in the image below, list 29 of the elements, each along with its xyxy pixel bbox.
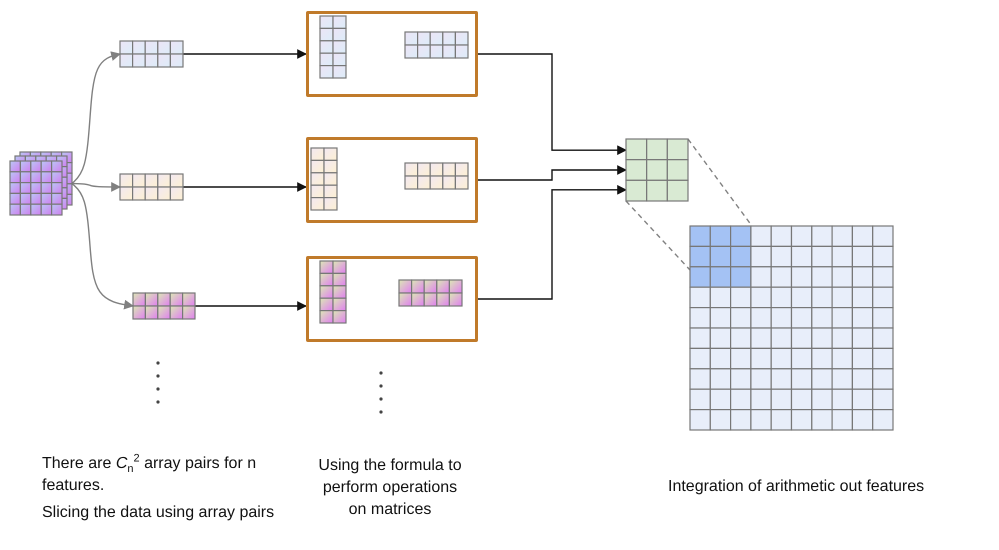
array-grid xyxy=(311,148,337,210)
operation-box xyxy=(306,11,478,97)
arrow xyxy=(183,182,307,192)
array-grid xyxy=(120,174,183,200)
array-grid xyxy=(405,32,468,58)
array-grid xyxy=(133,293,195,319)
arrow xyxy=(478,165,627,181)
operation-box xyxy=(306,256,478,342)
stacked-matrix-drawing xyxy=(10,152,72,215)
caption-text: Using the formula to perform operations on matrices xyxy=(317,456,463,520)
operation-box xyxy=(306,137,478,223)
arrow xyxy=(478,53,627,156)
matrix-grid xyxy=(690,226,893,430)
matrix-grid xyxy=(626,139,688,201)
dashed-zoom-line xyxy=(625,200,691,270)
caption-text: Integration of arithmetic out features xyxy=(668,477,926,497)
arrow xyxy=(478,184,627,300)
caption-text: There are C$_{n}$$^{2}$ array pairs for n features. xyxy=(42,453,258,496)
array-grid xyxy=(405,163,468,189)
array-grid xyxy=(320,261,346,323)
arrow xyxy=(72,182,121,192)
caption-text: Slicing the data using array pairs xyxy=(42,503,276,523)
arrow xyxy=(72,182,134,310)
arrow xyxy=(183,49,307,59)
array-grid xyxy=(120,41,183,67)
arrow xyxy=(195,301,307,311)
array-grid xyxy=(399,280,462,306)
arrow xyxy=(72,51,121,184)
array-grid xyxy=(320,16,346,78)
